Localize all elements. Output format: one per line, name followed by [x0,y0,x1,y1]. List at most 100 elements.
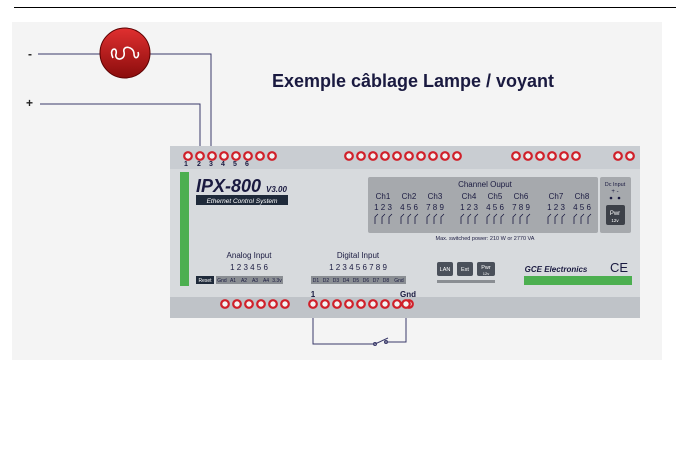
lamp-filament-icon [110,46,140,60]
top-terminal-6 [243,151,253,161]
top-terminal-15 [416,151,426,161]
digital-label-d2: D2 [323,278,330,284]
diagram-title: Exemple câblage Lampe / voyant [272,71,554,91]
relay-contact-icon [400,213,405,224]
top-terminal-4 [219,151,229,161]
dc-input-label: Dc Input [605,182,626,188]
channel-7-pins: 1 2 3 [547,203,565,212]
top-terminal-19 [511,151,521,161]
top-terminal-26 [625,151,635,161]
relay-contact-icon [467,213,472,224]
relay-contact-icon [561,213,566,224]
pwr-label: Pwr [481,265,491,271]
wire-lamp-to-terminal-3 [160,53,212,156]
relay-contact-icon [414,213,419,224]
channel-5-pins: 4 5 6 [486,203,504,212]
terminal-number-2: 2 [197,161,201,168]
manufacturer-name: GCE Electronics [525,265,588,274]
relay-contact-icon [486,213,491,224]
wire-plus-to-terminal-2 [40,103,201,156]
reset-button [196,276,214,284]
bottom-terminal-10 [344,299,354,309]
channel-7-label: Ch7 [549,192,564,201]
power-note: Max. switched power: 210 W or 2770 VA [436,236,535,242]
analog-label-a2: A2 [241,278,247,284]
digital-pin-labels: D1 D2 D3 D4 D5 D6 D7 D8 Gnd [313,278,404,284]
digital-label-d1: D1 [313,278,320,284]
channel-pins: 1 2 3 4 5 6 7 8 9 1 2 3 4 5 6 7 8 9 1 2 … [374,203,591,212]
relay-contact-icon [587,213,592,224]
digital-label-d3: D3 [333,278,340,284]
dc-plus-pin [609,196,613,200]
subtitle-band [196,195,288,205]
wire-label-plus: + [26,96,33,110]
top-terminal-9 [344,151,354,161]
top-terminal-7 [255,151,265,161]
channel-4-pins: 1 2 3 [460,203,478,212]
channel-6-pins: 7 8 9 [512,203,530,212]
channel-5-label: Ch5 [488,192,503,201]
bottom-terminal-8 [320,299,330,309]
bottom-terminal-4 [256,299,266,309]
status-indicators: LAN Ext Pwr 12v [437,262,495,283]
bottom-terminal-14 [392,299,402,309]
device-version: V3.00 [266,185,287,194]
relay-contact-icon [381,213,386,224]
top-terminal-3 [207,151,217,161]
dc-pwr-label: Pwr [610,211,620,217]
switch-contact-right [384,340,388,344]
top-terminal-16 [428,151,438,161]
relay-contact-icon [493,213,498,224]
lan-indicator [437,262,453,276]
green-bottom-bar [524,276,632,285]
relay-contact-icon [554,213,559,224]
channel-labels: Ch1 Ch2 Ch3 Ch4 Ch5 Ch6 Ch7 Ch8 [376,192,590,201]
top-terminal-1 [183,151,193,161]
dc-pwr-voltage: 12v [611,218,619,223]
channel-1-pins: 1 2 3 [374,203,392,212]
ext-indicator [457,262,473,276]
bottom-terminal-row [220,299,414,309]
digital-label-d5: D5 [353,278,360,284]
top-terminal-row [183,151,635,161]
digital-label-strip [311,276,406,284]
switch-blade [374,337,389,345]
relay-contact-icon [474,213,479,224]
top-terminal-24 [571,151,581,161]
pwr-indicator [477,262,495,276]
bottom-terminal-3 [244,299,254,309]
top-terminal-21 [535,151,545,161]
relay-contact-icon [407,213,412,224]
channel-1-label: Ch1 [376,192,391,201]
digital-label-d6: D6 [363,278,370,284]
relay-contact-icon [440,213,445,224]
top-terminal-8 [267,151,277,161]
dc-pwr-button [606,205,625,225]
relay-symbols [374,213,592,224]
terminal-number-3: 3 [209,161,213,168]
channel-2-label: Ch2 [402,192,417,201]
relay-contact-icon [388,213,393,224]
relay-contact-icon [526,213,531,224]
relay-contact-icon [519,213,524,224]
analog-label-a1: A1 [230,278,236,284]
top-terminal-2 [195,151,205,161]
channel-2-pins: 4 5 6 [400,203,418,212]
ce-mark: CE [610,260,628,275]
dc-minus-pin [617,196,621,200]
channel-8-pins: 4 5 6 [573,203,591,212]
ipx800-device: 1 2 3 4 5 6 IPX-800 V3.00 Ethernet Contr… [170,146,640,318]
channel-3-label: Ch3 [428,192,443,201]
relay-contact-icon [500,213,505,224]
bottom-terminal-5 [268,299,278,309]
relay-contact-icon [573,213,578,224]
analog-input-numbers: 1 2 3 4 5 6 [230,263,268,272]
bottom-terminal-6 [280,299,290,309]
digital-label-d4: D4 [343,278,350,284]
top-terminal-11 [368,151,378,161]
relay-contact-icon [374,213,379,224]
relay-contact-icon [433,213,438,224]
wire-label-minus: - [28,47,32,61]
ext-label: Ext [461,267,469,273]
relay-contact-icon [426,213,431,224]
